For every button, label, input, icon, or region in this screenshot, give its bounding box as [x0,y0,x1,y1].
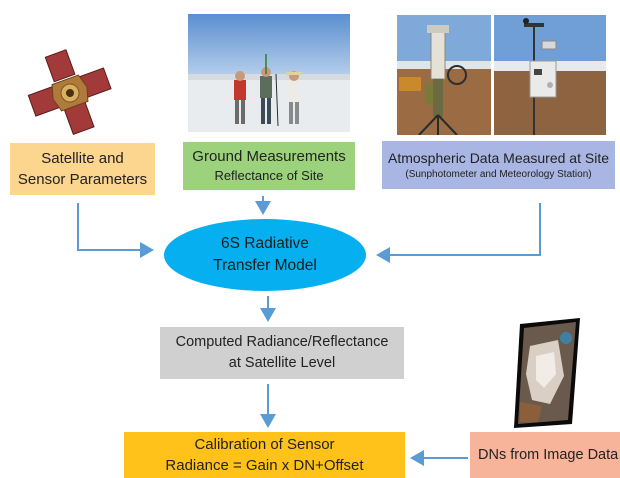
satellite-box-line1: Satellite and [41,150,124,167]
ground-box-line2: Reflectance of Site [214,168,324,183]
radiance-box-line2: at Satellite Level [228,355,336,371]
arrow-atmos-to-model [376,203,541,263]
atmos-box-line1: Atmospheric Data Measured at Site [388,150,609,166]
radiative-transfer-model-ellipse: 6S Radiative Transfer Model [164,219,366,291]
model-line2: Transfer Model [213,257,317,274]
dns-image-data-box: DNs from Image Data [470,432,620,478]
satellite-image-strip [514,318,580,428]
ground-measurements-box: Ground Measurements Reflectance of Site [183,142,355,190]
radiance-box-line1: Computed Radiance/Reflectance [175,334,389,350]
computed-radiance-box: Computed Radiance/Reflectance at Satelli… [160,327,404,379]
calibration-box: Calibration of Sensor Radiance = Gain x … [124,432,405,478]
satellite-sensor-parameters-box: Satellite and Sensor Parameters [10,143,155,195]
calibration-box-line2: Radiance = Gain x DN+Offset [165,457,364,474]
meteorology-station-photo [494,15,606,135]
sunphotometer-photo [397,15,491,135]
calibration-box-line1: Calibration of Sensor [194,436,335,453]
ground-box-line1: Ground Measurements [192,148,346,165]
atmospheric-data-box: Atmospheric Data Measured at Site (Sunph… [382,141,615,189]
satellite-box-line2: Sensor Parameters [17,171,148,188]
dns-box-line1: DNs from Image Data [478,447,619,463]
model-line1: 6S Radiative [221,235,309,252]
ground-measurement-photo [188,14,350,132]
satellite-illustration [27,49,112,135]
arrow-satellite-to-model [77,203,154,258]
atmos-box-line2: (Sunphotometer and Meteorology Station) [405,169,592,180]
